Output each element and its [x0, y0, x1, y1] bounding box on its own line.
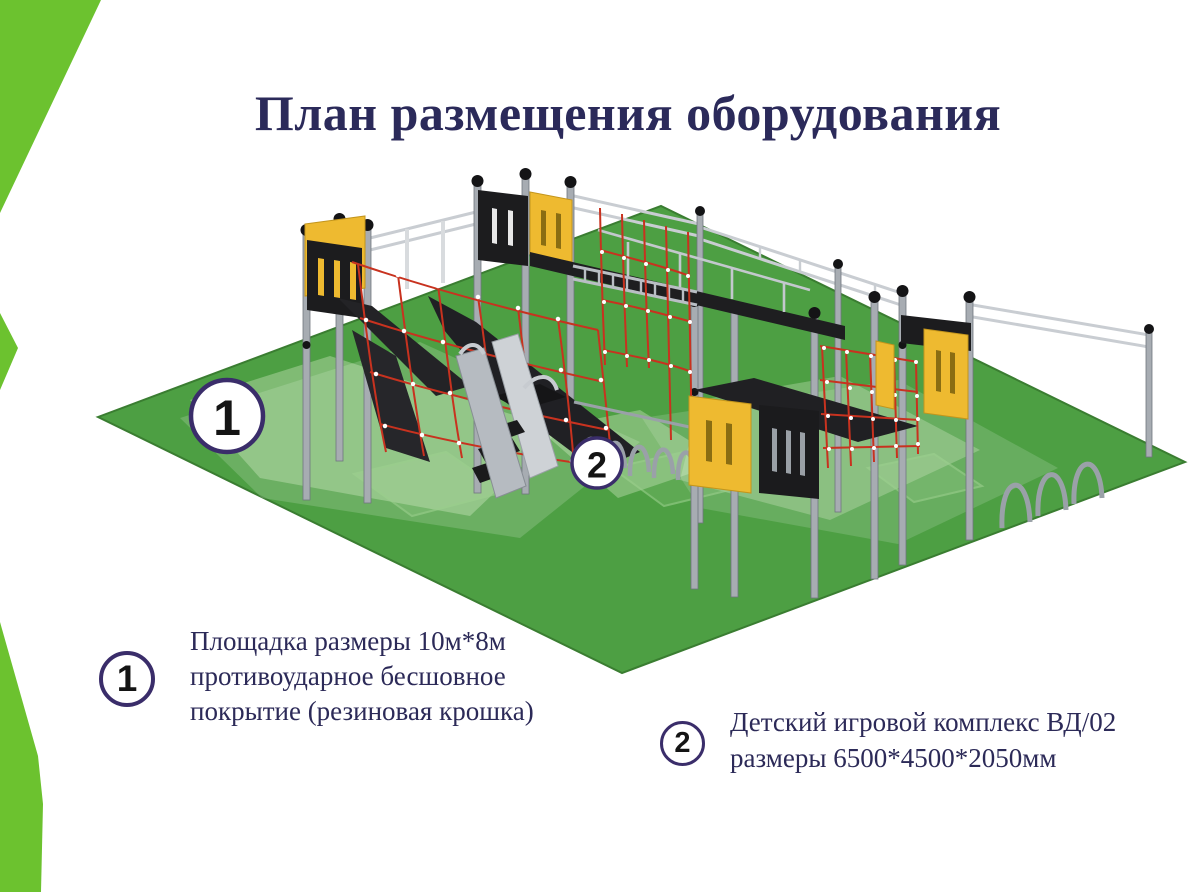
- deco-wedge-mid-left: [0, 313, 18, 390]
- page-title: План размещения оборудования: [254, 85, 1002, 141]
- deco-wedge-bottom-left: [0, 622, 43, 892]
- marker-2-number: 2: [587, 445, 607, 486]
- loop-rungs-right: [999, 461, 1105, 529]
- walkway-railing: [597, 228, 811, 312]
- stairs-handrails: [458, 343, 559, 391]
- marker-1: 1: [188, 377, 266, 455]
- legend-number-1: 1: [116, 658, 138, 699]
- center-tower-black-slots: [492, 208, 513, 246]
- climb-net-right-knots: [822, 346, 920, 451]
- left-tower-slots: [318, 258, 356, 300]
- center-tower-yellow-slots: [541, 210, 561, 249]
- rubber-pad: [95, 204, 1188, 675]
- legend-text-1: Площадка размеры 10м*8м противоударное б…: [190, 624, 534, 729]
- center-tower-yellow-panel: [529, 191, 573, 263]
- legend-1-line-2: противоударное бесшовное: [190, 661, 506, 691]
- railing-frames: [369, 194, 1150, 349]
- climb-net-right: [819, 345, 921, 469]
- marker-2: 2: [570, 436, 624, 490]
- center-tower-black-panel: [478, 190, 528, 266]
- legend-2-line-2: размеры 6500*4500*2050мм: [730, 743, 1057, 773]
- legend-1-line-1: Площадка размеры 10м*8м: [190, 626, 506, 656]
- right-end-yellow-slots: [936, 350, 955, 394]
- stairs: [455, 333, 566, 499]
- railing-spindles: [405, 221, 445, 289]
- legend-1-line-3: покрытие (резиновая крошка): [190, 696, 534, 726]
- right-mid-tower: [688, 378, 918, 499]
- deco-triangle-top-left: [0, 0, 101, 213]
- deco-left-edge: [0, 0, 101, 892]
- stairs-front-rail: [455, 347, 527, 499]
- climb-net-center: [599, 207, 693, 453]
- marker-1-number: 1: [213, 390, 241, 446]
- legend-number-2: 2: [674, 727, 691, 759]
- right-end-yellow-panel: [923, 328, 969, 420]
- overhead-ladder: [572, 264, 698, 307]
- center-tower: [478, 190, 573, 266]
- legend-marker-1: 1: [99, 651, 155, 707]
- legend-2-line-1: Детский игровой комплекс ВД/02: [730, 707, 1117, 737]
- right-mid-yellow-slots: [706, 420, 732, 465]
- climb-net-center-knots: [600, 250, 692, 374]
- right-end-tower: [875, 315, 971, 420]
- right-mid-yellow-panel: [688, 395, 752, 494]
- legend-marker-2: 2: [660, 721, 705, 766]
- ground-ghost-outlines: [351, 450, 985, 518]
- legend-text-2: Детский игровой комплекс ВД/02 размеры 6…: [730, 704, 1116, 776]
- right-end-yellow-strip: [875, 340, 895, 410]
- right-mid-black-slots: [772, 428, 805, 476]
